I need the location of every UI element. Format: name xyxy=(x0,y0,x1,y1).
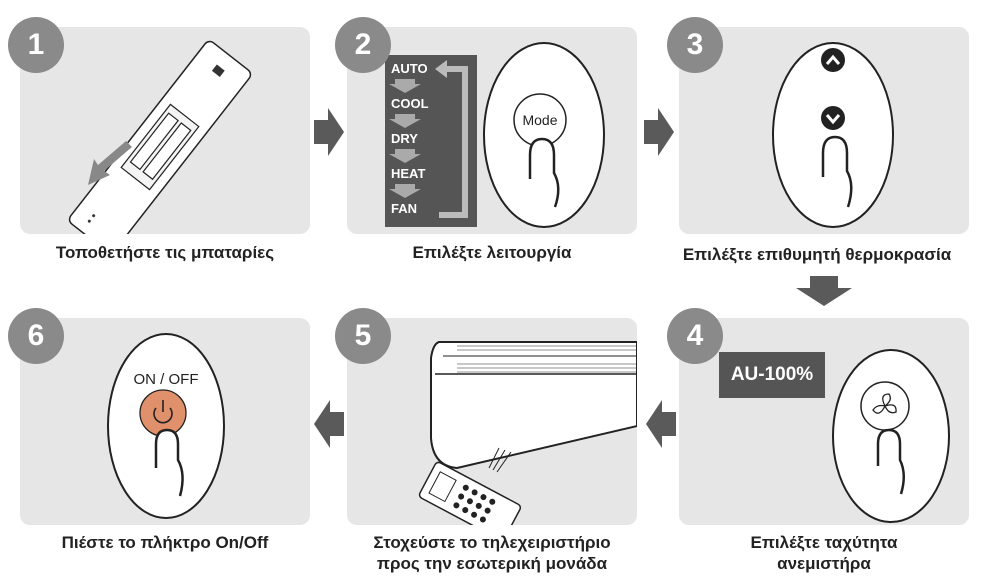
step-4-caption-line2: ανεμιστήρα xyxy=(777,554,871,573)
signal-waves xyxy=(488,447,512,473)
fan-icon xyxy=(872,393,897,414)
step-4-caption-line1: Επιλέξτε ταχύτητα xyxy=(750,533,898,552)
step-6-panel: ON / OFF 6 xyxy=(8,308,310,525)
arrow-right-2-to-3 xyxy=(644,108,674,156)
power-button xyxy=(139,389,187,437)
insert-direction-arrow xyxy=(88,141,132,185)
step-1-panel: 1 xyxy=(8,17,310,234)
step-6-badge: 6 xyxy=(8,308,64,364)
step-5-badge: 5 xyxy=(335,308,391,364)
arrow-down-3-to-4 xyxy=(796,276,852,306)
svg-text:Mode: Mode xyxy=(522,112,557,128)
mode-auto: AUTO xyxy=(391,61,428,76)
mode-remote-illustration: Mode xyxy=(483,42,605,228)
finger-icon xyxy=(821,135,853,208)
step-2-panel: AUTO COOL DRY HEAT FAN Mode 2 xyxy=(335,17,637,234)
remote-battery-illustration xyxy=(68,40,252,234)
temp-up-button xyxy=(821,48,845,72)
arrow-left-4-to-5 xyxy=(646,400,676,448)
step-1-badge: 1 xyxy=(8,17,64,73)
fan-speed-display: AU-100% xyxy=(719,352,825,398)
step-4-panel: AU-100% 4 xyxy=(667,308,969,525)
step-5-caption: Στοχεύστε το τηλεχειριστήριο προς την εσ… xyxy=(337,532,647,574)
mode-dry: DRY xyxy=(391,131,418,146)
indoor-unit-illustration xyxy=(418,341,637,525)
step-6-caption: Πιέστε το πλήκτρο On/Off xyxy=(61,533,269,552)
step-3-caption: Επιλέξτε επιθυμητή θερμοκρασία xyxy=(682,245,952,264)
finger-icon xyxy=(528,137,560,208)
mode-heat: HEAT xyxy=(391,166,426,181)
arrow-left-5-to-6 xyxy=(314,400,344,448)
mode-cool: COOL xyxy=(391,96,429,111)
indoor-unit xyxy=(430,341,637,470)
step-4-caption: Επιλέξτε ταχύτητα ανεμιστήρα xyxy=(679,532,969,574)
step-4-badge: 4 xyxy=(667,308,723,364)
step-3-badge: 3 xyxy=(667,17,723,73)
mode-fan: FAN xyxy=(391,201,417,216)
step-2-badge: 2 xyxy=(335,17,391,73)
step-2-caption: Επιλέξτε λειτουργία xyxy=(412,243,572,262)
step-5-caption-line1: Στοχεύστε το τηλεχειριστήριο xyxy=(373,533,611,552)
temp-down-button xyxy=(821,106,845,130)
step-5-caption-line2: προς την εσωτερική μονάδα xyxy=(376,554,608,573)
temperature-remote-illustration xyxy=(772,42,894,228)
handheld-remote xyxy=(418,461,522,525)
power-icon xyxy=(153,407,173,424)
arrow-right-1-to-2 xyxy=(314,108,344,156)
mode-cycle-arrows xyxy=(389,60,468,218)
svg-text:ON / OFF: ON / OFF xyxy=(134,371,199,388)
power-remote-illustration: ON / OFF xyxy=(107,333,225,519)
step-1-caption: Τοποθετήστε τις μπαταρίες xyxy=(55,243,275,262)
step-5-panel: 5 xyxy=(335,308,637,525)
mode-list: AUTO COOL DRY HEAT FAN xyxy=(385,55,477,227)
step-3-panel: 3 xyxy=(667,17,969,234)
finger-icon xyxy=(154,428,184,497)
finger-icon xyxy=(876,428,905,495)
fan-remote-illustration xyxy=(832,349,950,523)
